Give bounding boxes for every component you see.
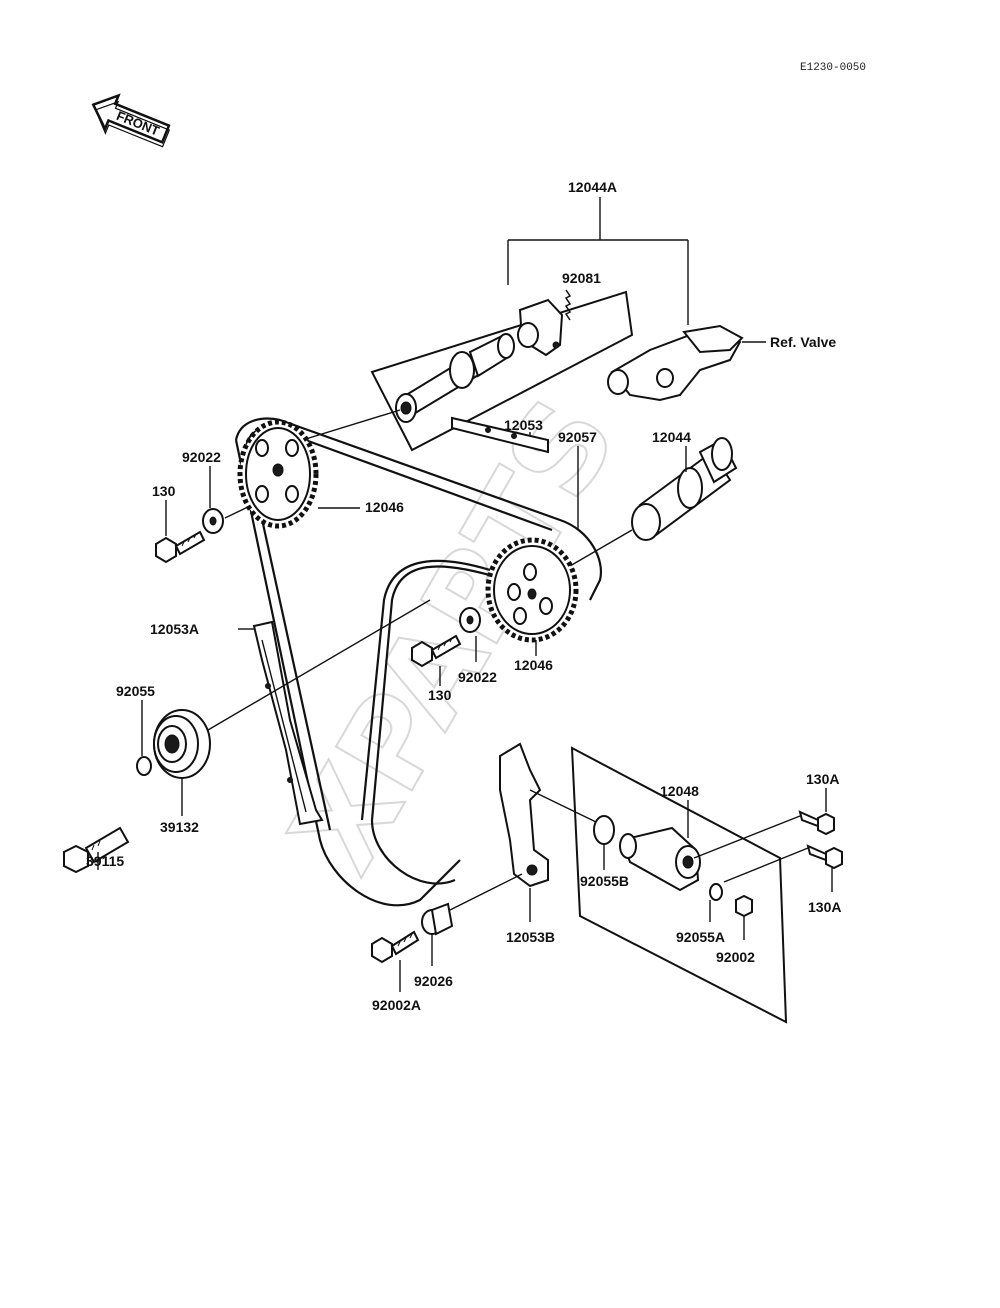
label-92081: 92081: [562, 270, 601, 286]
label-92055B: 92055B: [580, 873, 629, 889]
label-92057: 92057: [558, 429, 597, 445]
watermark: XPARTS: [265, 377, 644, 895]
label-92002A: 92002A: [372, 997, 421, 1013]
bolt-92002: [735, 894, 753, 918]
diagram-code: E1230-0050: [800, 62, 866, 74]
tensioner-12048: [619, 826, 701, 892]
label-12053: 12053: [504, 417, 543, 433]
bracket-12044A: [507, 197, 689, 325]
tensioner-guide-12053B: [499, 742, 549, 888]
label-130A-top: 130A: [806, 771, 839, 787]
bolt-130-top: [155, 530, 206, 564]
label-92026: 92026: [414, 973, 453, 989]
label-12046-top: 12046: [365, 499, 404, 515]
bolt-130-bottom: [411, 634, 462, 668]
oring-92055: [136, 756, 152, 776]
chain-guide-12053A: [252, 620, 324, 826]
camshaft-12044A: [395, 333, 515, 423]
idler-pulley-39132: [153, 709, 211, 779]
label-12048: 12048: [660, 783, 699, 799]
label-12044A: 12044A: [568, 179, 617, 195]
label-92002: 92002: [716, 949, 755, 965]
label-92022-top: 92022: [182, 449, 221, 465]
bolt-130A-bottom: [806, 844, 843, 870]
label-12053A: 12053A: [150, 621, 199, 637]
bolt-92002A: [371, 930, 420, 964]
label-130-top: 130: [152, 483, 176, 499]
label-12053B: 12053B: [506, 929, 555, 945]
label-92022-bottom: 92022: [458, 669, 497, 685]
cam-weight-part: [517, 298, 564, 357]
front-arrow-icon: FRONT: [91, 93, 171, 148]
label-130-bottom: 130: [428, 687, 452, 703]
bolt-39115: [63, 826, 130, 874]
label-39132: 39132: [160, 819, 199, 835]
tensioner-box: [570, 746, 788, 1024]
rocker-arm: [607, 324, 744, 402]
label-92055: 92055: [116, 683, 155, 699]
sprocket-12046-bottom: [485, 537, 579, 643]
label-39115: 39115: [86, 853, 124, 869]
camshaft-12044: [631, 437, 738, 541]
label-12046-bottom: 12046: [514, 657, 553, 673]
oring-92055B: [593, 815, 615, 845]
washer-92022-top: [202, 508, 224, 534]
sprocket-12046-top: [237, 419, 319, 529]
chain-guide-12053: [451, 416, 549, 454]
bolt-130A-top: [798, 810, 835, 836]
label-92055A: 92055A: [676, 929, 725, 945]
washer-92022-bottom: [459, 607, 481, 633]
oring-92055A: [709, 883, 723, 901]
label-ref-valve: Ref. Valve: [770, 334, 836, 350]
spring-92081: [564, 289, 572, 321]
label-130A-bottom: 130A: [808, 899, 841, 915]
collar-92026: [421, 902, 454, 936]
label-12044: 12044: [652, 429, 691, 445]
